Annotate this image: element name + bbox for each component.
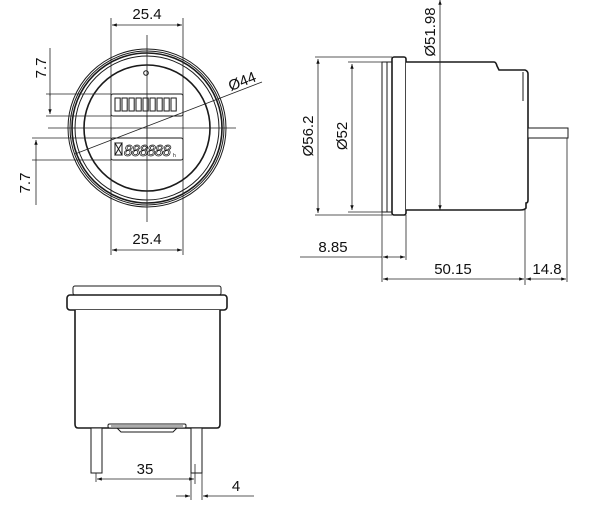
front-view: 888888 h 25.4 25.4 7.7 7.7 Ø44 [17,6,263,255]
side-view: Ø56.2 Ø52 Ø51.98 8.85 50.15 14.8 [300,0,569,285]
dim-body-length: 50.15 [434,261,472,278]
bezel-lip [381,61,388,213]
upper-display-segments [114,97,177,112]
dim-terminal-length: 14.8 [532,261,561,278]
dim-inner-diameter: Ø44 [226,69,259,95]
indicator-dot [143,70,149,76]
bezel-front [66,294,228,311]
terminal-pin-right [190,427,203,474]
dim-leader-inner-diameter [74,81,263,155]
dim-body-diameter: Ø51.98 [422,7,439,56]
dim-lower-window-height: 7.7 [17,173,34,194]
housing-body-bottom [74,310,221,429]
lcd-digits: 888888 h [124,142,176,161]
dim-window-width-bottom: 25.4 [132,231,161,248]
dim-terminal-width: 4 [232,478,240,495]
terminal-pin-left [90,427,103,474]
housing-body [406,61,529,211]
dim-window-width-top: 25.4 [132,6,161,23]
bezel-top-rim [72,285,222,296]
dim-upper-window-height: 7.7 [33,58,50,79]
dim-terminal-spacing: 35 [137,461,154,478]
svg-text:888888: 888888 [124,142,172,160]
bottom-view: 35 4 [66,285,254,500]
hourglass-icon [114,142,123,156]
bezel-side [391,56,407,216]
svg-text:h: h [173,153,176,159]
dim-flange-diameter: Ø52 [334,122,351,150]
dim-bezel-depth: 8.85 [318,239,347,256]
dim-bezel-diameter: Ø56.2 [300,116,317,157]
terminal-pin-side [527,127,569,139]
